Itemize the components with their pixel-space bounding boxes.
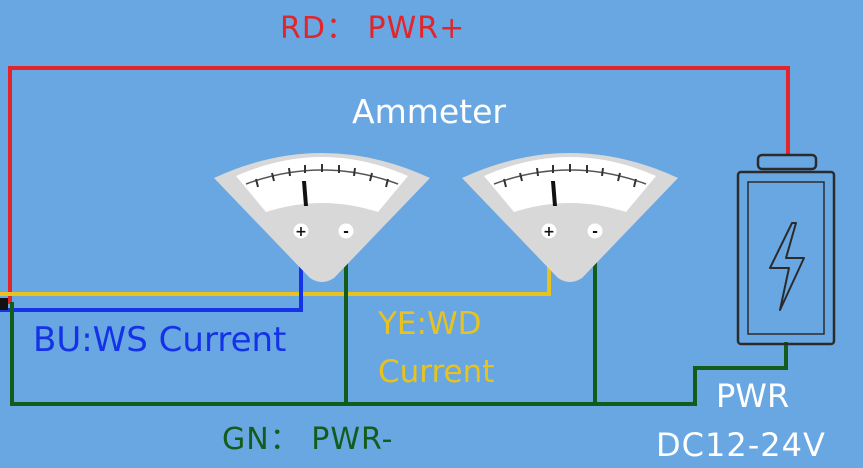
power-label-line1: PWR	[716, 377, 790, 415]
blue-wire	[0, 231, 303, 312]
connector-stub	[0, 298, 8, 310]
ammeter-gauge-icon	[214, 153, 430, 282]
meter1-minus-terminal: -	[343, 224, 349, 240]
meter1-plus-terminal: +	[295, 224, 307, 240]
yellow-wire-label-line1: YE:WD	[378, 306, 482, 342]
meter2-minus-terminal: -	[592, 224, 598, 240]
green-wire-label: GN： PWR-	[222, 422, 394, 457]
lightning-bolt-icon	[769, 222, 805, 311]
blue-wire-label: BU:WS Current	[33, 320, 287, 360]
red-wire-label: RD： PWR+	[280, 11, 466, 46]
battery-icon	[736, 153, 836, 346]
ammeter-gauge-icon	[462, 153, 678, 282]
power-label-line2: DC12-24V	[656, 426, 826, 464]
meter2-plus-terminal: +	[543, 224, 555, 240]
red-wire	[8, 66, 790, 304]
green-wire	[10, 302, 788, 406]
ammeter-label: Ammeter	[352, 92, 506, 131]
yellow-wire-label-line2: Current	[378, 354, 495, 390]
